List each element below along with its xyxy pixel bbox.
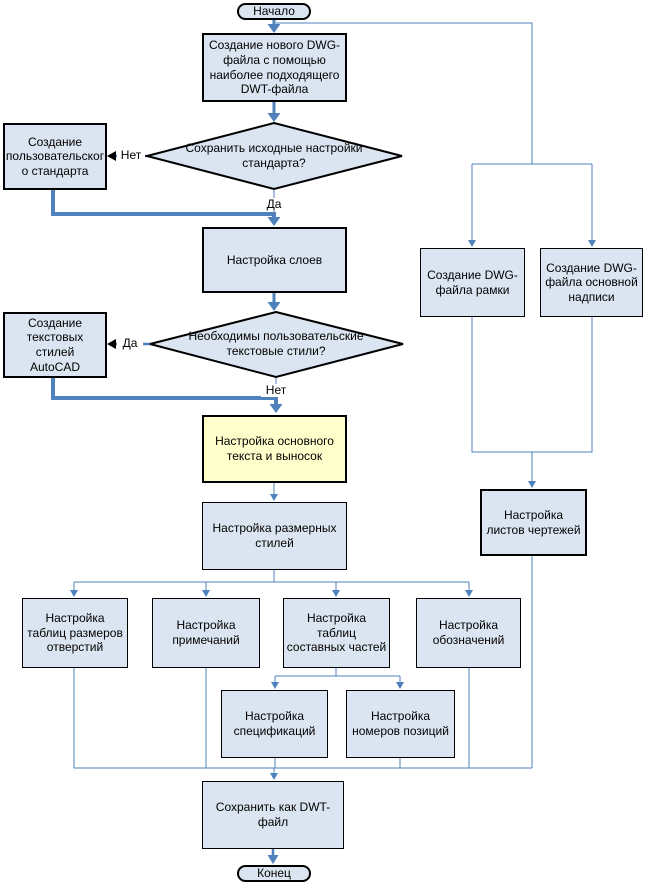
arrowhead-balloons — [396, 682, 404, 689]
node-symbols-setup: Настройка обозначений — [416, 598, 521, 668]
node-text-styles-autocad: Создание текстовых стилей AutoCAD — [3, 312, 107, 378]
node-layers-setup: Настройка слоев — [202, 227, 347, 293]
node-title-block-dwg: Создание DWG- файла основной надписи — [540, 248, 643, 317]
decision-need-text-styles-shape — [149, 310, 404, 379]
edge-label-no-1: Нет — [117, 149, 145, 162]
edge-label-yes-1: Да — [261, 198, 287, 211]
arrowhead-maintext — [269, 404, 283, 413]
edge-label-no-2: Нет — [261, 384, 291, 397]
arrowhead-no-left — [107, 151, 116, 161]
arrowhead-sheets — [528, 481, 536, 488]
edge-collector — [73, 668, 532, 774]
arrowhead-yes-left — [107, 339, 116, 349]
edge-partslists-split — [274, 668, 401, 683]
node-save-dwt: Сохранить как DWT- файл — [202, 781, 344, 849]
arrowhead-row1 — [70, 590, 78, 597]
node-bom-setup: Настройка спецификаций — [221, 690, 328, 758]
terminator-start: Начало — [237, 3, 311, 20]
edge-standard-to-layers — [51, 189, 276, 218]
edge-label-yes-2: Да — [117, 337, 143, 350]
node-dimension-styles: Настройка размерных стилей — [202, 502, 347, 570]
node-parts-lists: Настройка таблиц составных частей — [283, 598, 390, 668]
arrowhead-row3 — [332, 590, 340, 597]
arrowhead-titleblock — [588, 240, 596, 247]
arrowhead-layers — [267, 217, 281, 226]
node-create-dwg-file: Создание нового DWG- файла с помощью наи… — [202, 33, 347, 102]
edge-textstyles-to-maintext — [51, 378, 278, 404]
arrowhead-save — [270, 773, 278, 780]
decision-keep-settings-shape — [143, 121, 403, 191]
arrowhead-end — [267, 855, 279, 864]
arrowhead-d2 — [267, 302, 281, 311]
arrowhead-frame — [468, 240, 476, 247]
arrowhead-create — [267, 24, 281, 33]
node-notes-setup: Настройка примечаний — [152, 598, 260, 668]
node-main-text-setup: Настройка основного текста и выносок — [202, 415, 347, 483]
arrowheads — [70, 24, 596, 864]
arrowhead-dimstyles — [270, 494, 278, 501]
arrowhead-row2 — [202, 590, 210, 597]
node-balloons-setup: Настройка номеров позиций — [346, 690, 455, 758]
thin-connectors — [73, 22, 593, 774]
black-arrowheads — [107, 151, 116, 349]
arrowhead-bom — [271, 682, 279, 689]
terminator-end: Конец — [237, 865, 311, 882]
arrowhead-row4 — [465, 590, 473, 597]
edge-start-branch-right — [276, 22, 533, 164]
arrowhead-d1 — [267, 113, 281, 122]
node-sheets-setup: Настройка листов чертежей — [480, 489, 587, 556]
edge-dimstyles-split — [73, 570, 470, 591]
node-hole-tables: Настройка таблиц размеров отверстий — [22, 598, 128, 668]
node-frame-dwg: Создание DWG- файла рамки — [420, 248, 525, 317]
edge-right-merge — [471, 317, 593, 453]
node-custom-standard: Создание пользовательског о стандарта — [3, 123, 107, 190]
